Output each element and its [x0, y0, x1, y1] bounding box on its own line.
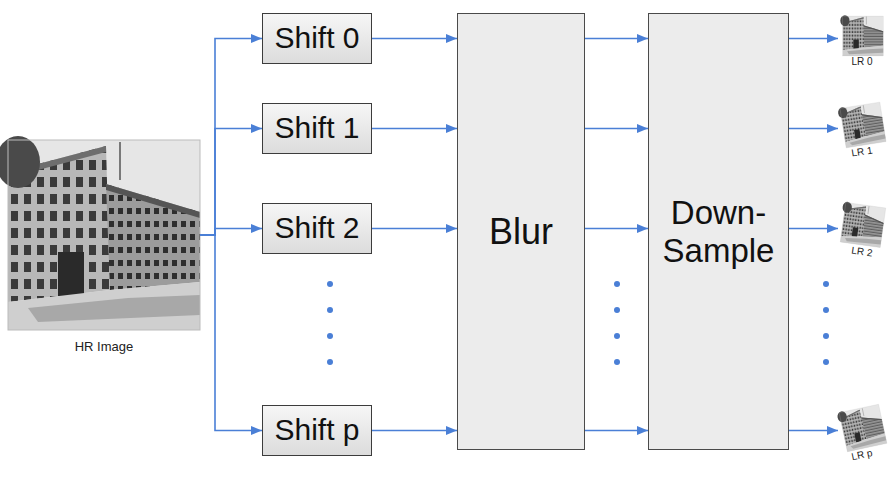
lr-thumbnail [836, 403, 886, 452]
box-label: Shift 2 [274, 211, 359, 246]
image-caption: LR 1 [837, 142, 886, 161]
lr-thumbnail [837, 101, 886, 148]
flow-arrow [372, 430, 457, 432]
image-caption: LR p [837, 444, 886, 465]
box-label: Shift p [274, 413, 359, 448]
process-box: Shift 1 [262, 103, 372, 154]
image-node: LR p [838, 411, 886, 463]
flow-arrow [372, 228, 457, 230]
image-caption: LR 2 [837, 243, 886, 261]
box-label: Blur [489, 211, 553, 252]
image-node: LR 2 [838, 208, 886, 260]
box-label: Shift 1 [274, 111, 359, 146]
flow-arrow [585, 38, 648, 40]
flow-arrow [789, 38, 838, 40]
process-box: Shift p [262, 405, 372, 456]
flow-arrow [585, 228, 648, 230]
image-node: LR 0 [838, 19, 886, 71]
flow-arrow [372, 38, 457, 40]
image-node: LR 1 [838, 108, 886, 160]
process-box: Shift 0 [262, 13, 372, 64]
image-node: HR Image [8, 140, 200, 365]
flow-arrow [372, 128, 457, 130]
flow-arrow [200, 235, 262, 431]
lr-thumbnail [840, 15, 883, 56]
process-block: Blur [457, 13, 585, 450]
process-box: Shift 2 [262, 203, 372, 254]
flow-arrow [200, 129, 262, 236]
flow-arrow [789, 228, 838, 230]
image-caption: LR 0 [838, 56, 886, 68]
flow-arrow [585, 430, 648, 432]
image-caption: HR Image [8, 340, 200, 355]
flow-arrow [789, 430, 838, 432]
flow-arrow [585, 128, 648, 130]
flow-arrow [200, 229, 262, 236]
lr-thumbnail [838, 201, 886, 247]
flow-arrow [200, 39, 262, 236]
process-block: Down-Sample [648, 13, 789, 450]
box-label: Shift 0 [274, 21, 359, 56]
hr-photo [0, 136, 200, 330]
box-label: Down-Sample [649, 194, 788, 270]
flow-arrow [789, 128, 838, 130]
